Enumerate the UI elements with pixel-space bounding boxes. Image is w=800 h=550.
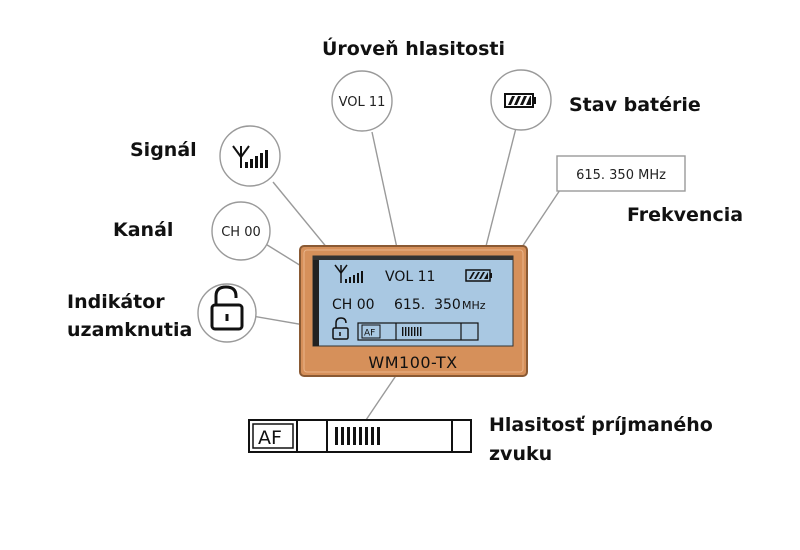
- lcd-frequency: 615. 350: [394, 297, 461, 313]
- label-lock-indicator-line1: Indikátor: [67, 291, 165, 313]
- signal-callout: [219, 125, 281, 187]
- frequency-callout: 615. 350 MHz: [556, 155, 686, 192]
- lock-callout: [197, 283, 257, 343]
- label-lock-indicator-line2: uzamknutia: [67, 319, 193, 341]
- label-volume-level: Úroveň hlasitosti: [322, 38, 505, 60]
- label-audio-level-line2: zvuku: [489, 443, 553, 465]
- frequency-callout-text: 615. 350 MHz: [576, 168, 666, 183]
- lcd-lock-icon: [332, 317, 349, 340]
- device-model: WM100-TX: [368, 353, 457, 372]
- label-frequency: Frekvencia: [627, 204, 744, 226]
- lcd-af-meter: AF: [357, 322, 479, 341]
- unlock-icon: [210, 285, 244, 331]
- lcd-volume: VOL 11: [385, 269, 435, 285]
- battery-icon: [504, 93, 536, 108]
- af-label-large: AF: [258, 427, 282, 449]
- lcd-channel: CH 00: [332, 297, 375, 313]
- channel-callout-text: CH 00: [221, 225, 261, 240]
- label-signal: Signál: [130, 139, 197, 161]
- volume-callout-text: VOL 11: [339, 95, 386, 110]
- lcd-af-label: AF: [364, 329, 375, 339]
- channel-callout: CH 00: [211, 201, 271, 261]
- af-meter-large: AF: [248, 419, 472, 453]
- lcd-signal-icon: [334, 264, 363, 283]
- label-channel: Kanál: [113, 219, 174, 241]
- label-battery-status: Stav batérie: [569, 94, 701, 116]
- line-battery: [481, 127, 517, 263]
- line-volume: [371, 131, 401, 263]
- lcd-frequency-unit: MHz: [462, 299, 486, 312]
- signal-icon: [232, 145, 268, 168]
- battery-callout: [490, 69, 552, 131]
- volume-callout: VOL 11: [331, 70, 393, 132]
- lcd-battery-icon: [465, 269, 492, 282]
- label-audio-level-line1: Hlasitosť príjmaného: [489, 414, 713, 436]
- transmitter-device: VOL 11 CH 00 615. 350 MHz AF: [299, 245, 528, 377]
